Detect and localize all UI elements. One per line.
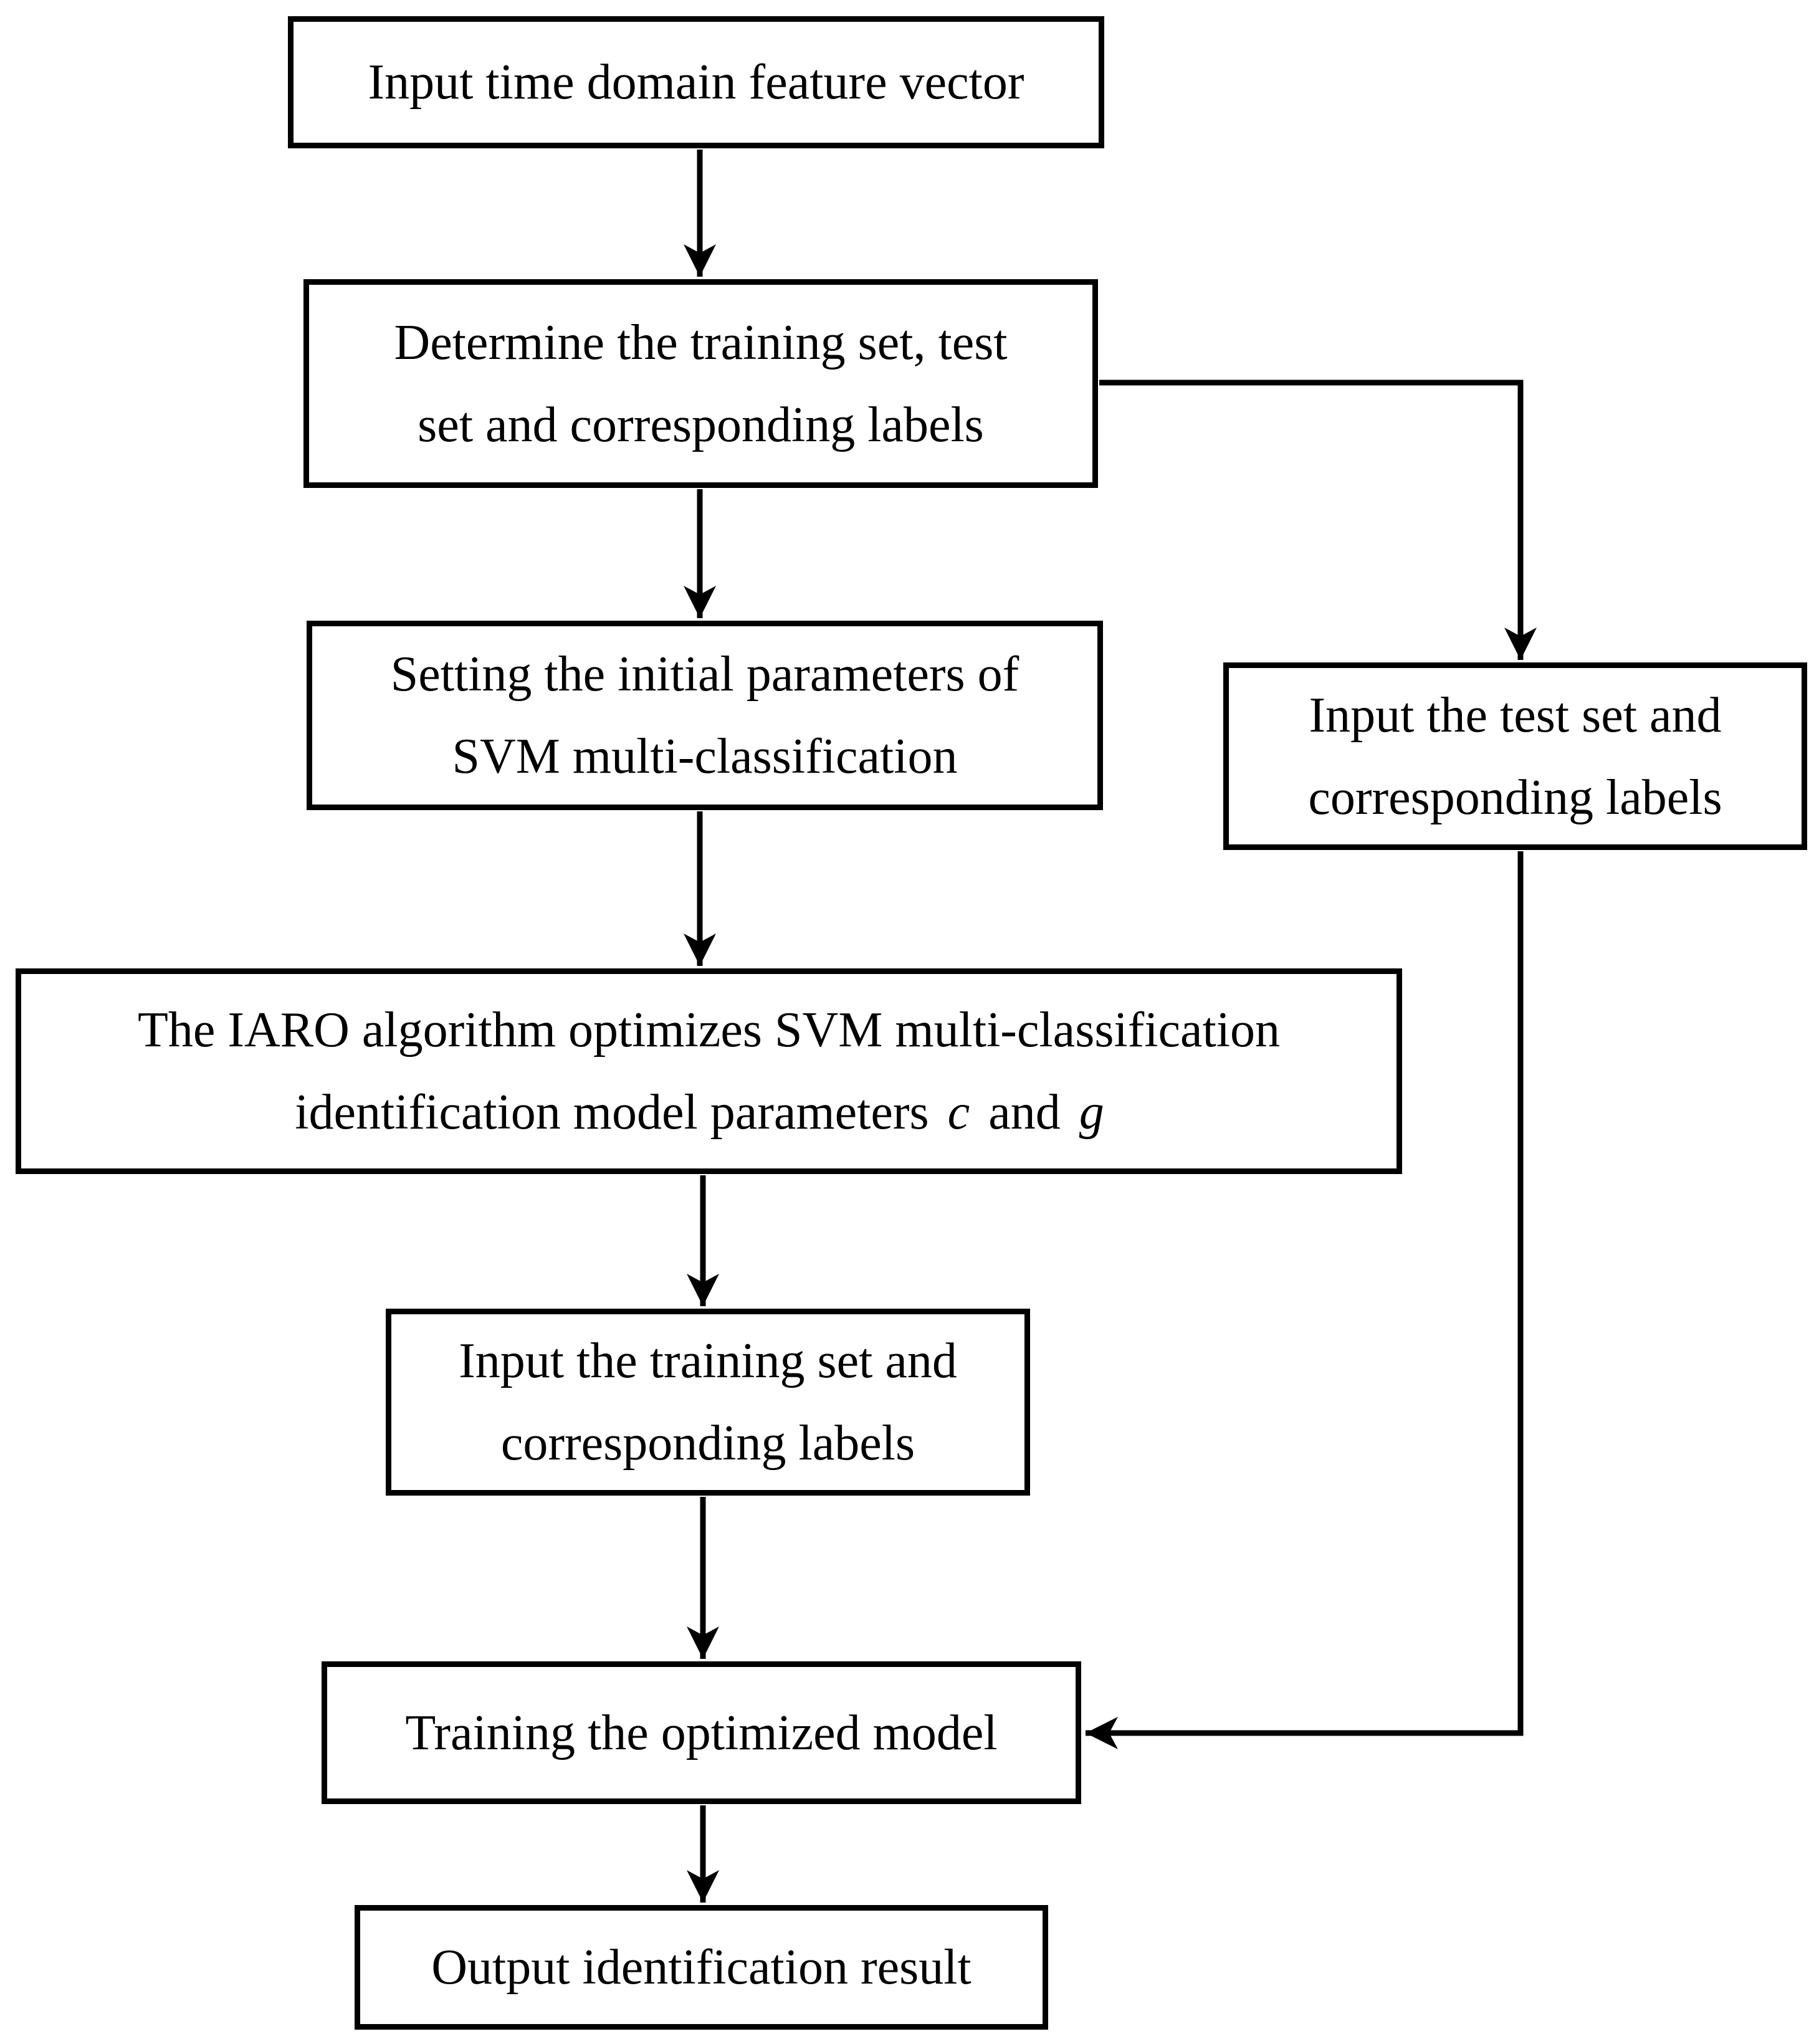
node-label-line1: Determine the training set, test	[394, 315, 1008, 370]
node-setting-initial-svm-parameters: Setting the initial parameters of SVM mu…	[307, 621, 1103, 810]
node-label-line1: Input the training set and	[459, 1334, 957, 1388]
node-label-line2: SVM multi-classification	[452, 729, 958, 784]
node-input-test-set-and-labels: Input the test set and corresponding lab…	[1223, 662, 1807, 850]
node-label-line2-and: and	[988, 1085, 1061, 1140]
node-training-optimized-model: Training the optimized model	[322, 1661, 1081, 1804]
node-label-line2: corresponding labels	[500, 1416, 915, 1471]
node-label: Output identification result	[431, 1940, 972, 1995]
node-iaro-optimizes-svm-parameters: The IARO algorithm optimizes SVM multi-c…	[16, 968, 1402, 1174]
node-determine-training-test-sets: Determine the training set, test set and…	[303, 279, 1098, 488]
node-input-training-set-and-labels: Input the training set and corresponding…	[386, 1309, 1030, 1496]
node-label-line1: The IARO algorithm optimizes SVM multi-c…	[137, 1003, 1281, 1058]
node-label: Training the optimized model	[405, 1705, 998, 1760]
node-output-identification-result: Output identification result	[355, 1905, 1048, 2030]
node-label: Input time domain feature vector	[368, 55, 1024, 110]
node-input-time-domain-feature-vector: Input time domain feature vector	[288, 16, 1104, 148]
node-label-line2: set and corresponding labels	[418, 397, 984, 452]
node-label-line2-prefix: identification model parameters	[295, 1085, 929, 1140]
math-variable-c: c	[947, 1085, 970, 1140]
connector-determine-sets-to-input-test	[1099, 380, 1537, 660]
node-label-line1: Setting the initial parameters of	[390, 647, 1019, 702]
math-variable-g: g	[1079, 1085, 1104, 1140]
node-label-line1: Input the test set and	[1309, 687, 1722, 743]
node-label-line2: corresponding labels	[1308, 770, 1722, 825]
